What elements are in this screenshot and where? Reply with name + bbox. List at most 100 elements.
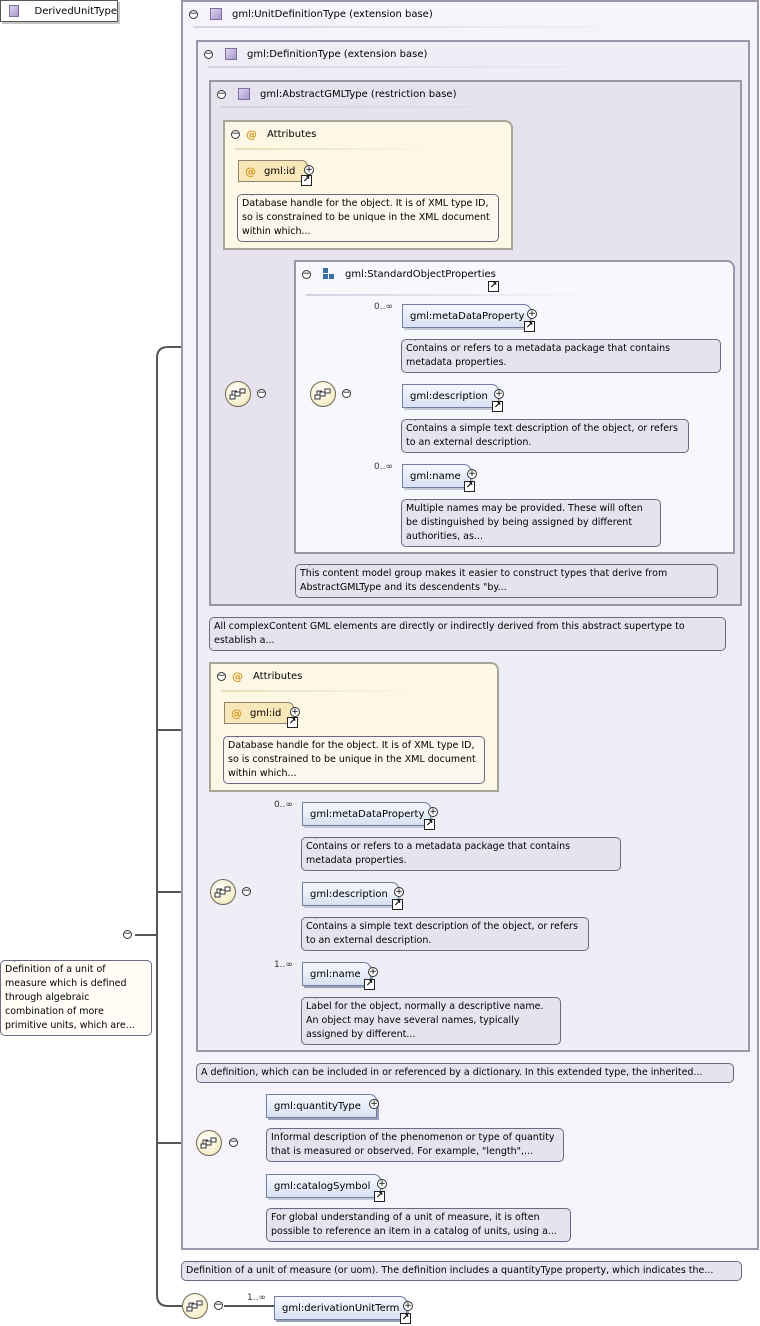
catalog-symbol-documentation: For global understanding of a unit of me…	[266, 1208, 571, 1242]
link-arrow-icon[interactable]: ↗	[464, 481, 475, 492]
name-documentation: Label for the object, normally a descrip…	[301, 997, 561, 1045]
element-description[interactable]: gml:description ↗	[402, 384, 503, 412]
unit-definition-type-title: gml:UnitDefinitionType (extension base)	[232, 8, 433, 20]
abstract-gml-id-attribute[interactable]: @ gml:id ↗	[238, 160, 312, 186]
link-arrow-icon[interactable]: ↗	[400, 1313, 411, 1324]
element-quantity-type[interactable]: gml:quantityType ↗	[266, 1094, 377, 1118]
unit-definition-type-header: − gml:UnitDefinitionType (extension base…	[189, 8, 433, 20]
element-label: gml:catalogSymbol	[274, 1180, 371, 1192]
element-label: gml:name	[410, 470, 461, 482]
cardinality-label: 0..∞	[274, 800, 293, 810]
header-divider	[221, 690, 421, 692]
element-label: gml:metaDataProperty	[310, 808, 425, 820]
expand-icon[interactable]: +	[368, 966, 378, 977]
element-metadata-property[interactable]: gml:metaDataProperty ↗	[302, 802, 435, 830]
root-element-box[interactable]: DerivedUnitType	[0, 0, 118, 22]
element-metadata-property[interactable]: gml:metaDataProperty ↗	[402, 304, 535, 332]
complex-type-icon	[238, 88, 250, 100]
element-name[interactable]: gml:name ↗	[302, 962, 375, 990]
element-label: gml:metaDataProperty	[410, 310, 525, 322]
collapse-icon[interactable]: −	[257, 388, 266, 398]
sequence-compositor-icon[interactable]	[182, 1293, 208, 1319]
expand-icon[interactable]: +	[304, 164, 314, 175]
quantity-type-documentation: Informal description of the phenomenon o…	[266, 1128, 564, 1162]
attribute-label: gml:id	[264, 165, 296, 177]
expand-icon[interactable]: +	[369, 1098, 379, 1109]
cardinality-label: 0..∞	[374, 302, 393, 312]
unit-definition-type-documentation: Definition of a unit of measure (or uom)…	[181, 1261, 742, 1281]
attribute-label: gml:id	[250, 707, 282, 719]
element-label: gml:quantityType	[274, 1100, 361, 1112]
description-documentation: Contains a simple text description of th…	[301, 917, 589, 951]
element-catalog-symbol[interactable]: gml:catalogSymbol ↗	[266, 1174, 385, 1202]
collapse-icon[interactable]: −	[217, 671, 226, 681]
link-arrow-icon[interactable]: ↗	[488, 281, 499, 292]
element-label: gml:name	[310, 968, 361, 980]
root-element-label: DerivedUnitType	[34, 5, 118, 17]
root-collapse-icon[interactable]: −	[123, 929, 132, 939]
element-label: gml:description	[310, 888, 388, 900]
link-arrow-icon[interactable]: ↗	[392, 899, 403, 910]
header-divider	[208, 66, 628, 68]
expand-icon[interactable]: +	[403, 1300, 413, 1311]
header-divider	[193, 26, 653, 28]
attribute-icon: @	[231, 706, 242, 720]
sequence-compositor-icon[interactable]	[225, 381, 251, 407]
link-arrow-icon[interactable]: ↗	[364, 979, 375, 990]
expand-icon[interactable]: +	[377, 1178, 387, 1189]
collapse-icon[interactable]: −	[189, 8, 198, 19]
expand-icon[interactable]: +	[428, 806, 438, 817]
sequence-compositor-icon[interactable]	[310, 381, 336, 407]
sequence-compositor-icon[interactable]	[210, 879, 236, 905]
collapse-icon[interactable]: −	[231, 129, 240, 139]
element-derivation-unit-term[interactable]: gml:derivationUnitTerm ↗	[274, 1296, 411, 1324]
link-arrow-icon[interactable]: ↗	[424, 819, 435, 830]
attributes-title: Attributes	[253, 671, 303, 682]
expand-icon[interactable]: +	[394, 886, 404, 897]
collapse-icon[interactable]: −	[342, 388, 351, 398]
complex-type-icon	[9, 5, 19, 17]
collapse-icon[interactable]: −	[217, 88, 226, 99]
definition-type-header: − gml:DefinitionType (extension base)	[204, 48, 427, 60]
definition-gml-id-attribute[interactable]: @ gml:id ↗	[224, 702, 298, 728]
expand-icon[interactable]: +	[494, 388, 504, 399]
expand-icon[interactable]: +	[290, 706, 300, 717]
cardinality-label: 1..∞	[274, 960, 293, 970]
element-label: gml:derivationUnitTerm	[282, 1302, 400, 1314]
expand-icon[interactable]: +	[467, 468, 477, 479]
cardinality-label: 1..∞	[247, 1293, 266, 1303]
name-documentation: Multiple names may be provided. These wi…	[401, 499, 661, 547]
attribute-icon: @	[246, 128, 257, 141]
attributes-title: Attributes	[267, 129, 317, 140]
collapse-icon[interactable]: −	[204, 48, 213, 59]
cardinality-label: 0..∞	[374, 462, 393, 472]
collapse-icon[interactable]: −	[229, 1137, 238, 1147]
link-arrow-icon[interactable]: ↗	[492, 401, 503, 412]
link-arrow-icon[interactable]: ↗	[374, 1191, 385, 1202]
attribute-icon: @	[232, 670, 243, 683]
collapse-icon[interactable]: −	[214, 1300, 223, 1310]
standard-object-properties-documentation: This content model group makes it easier…	[295, 564, 718, 598]
standard-object-properties-header: − gml:StandardObjectProperties	[302, 268, 496, 280]
root-documentation: Definition of a unit of measure which is…	[0, 960, 152, 1036]
link-arrow-icon[interactable]: ↗	[301, 175, 312, 186]
link-arrow-icon[interactable]: ↗	[287, 717, 298, 728]
standard-object-properties-title: gml:StandardObjectProperties	[345, 268, 496, 280]
link-arrow-icon[interactable]: ↗	[524, 321, 535, 332]
definition-gml-id-documentation: Database handle for the object. It is of…	[223, 736, 485, 784]
definition-type-title: gml:DefinitionType (extension base)	[247, 48, 428, 60]
abstract-gml-type-documentation: All complexContent GML elements are dire…	[209, 617, 726, 651]
abstract-gml-type-header: − gml:AbstractGMLType (restriction base)	[217, 88, 456, 100]
attributes-header: − @ Attributes	[217, 670, 302, 683]
collapse-icon[interactable]: −	[302, 268, 311, 279]
expand-icon[interactable]: +	[527, 308, 537, 319]
description-documentation: Contains a simple text description of th…	[401, 419, 689, 453]
metadata-property-documentation: Contains or refers to a metadata package…	[401, 339, 721, 373]
definition-type-documentation: A definition, which can be included in o…	[196, 1063, 734, 1083]
element-description[interactable]: gml:description ↗	[302, 882, 403, 910]
sequence-compositor-icon[interactable]	[196, 1130, 222, 1156]
element-label: gml:description	[410, 390, 488, 402]
element-name[interactable]: gml:name ↗	[402, 464, 475, 492]
collapse-icon[interactable]: −	[242, 886, 251, 896]
complex-type-icon	[225, 48, 237, 60]
